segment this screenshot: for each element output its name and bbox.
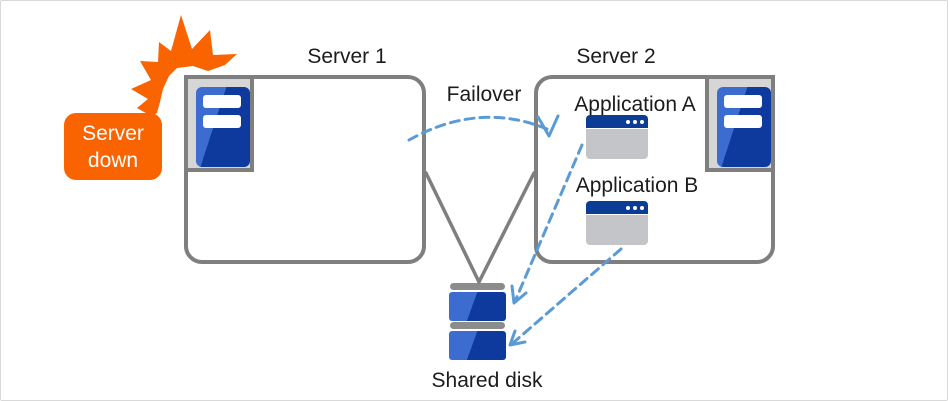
failover-label: Failover <box>446 83 522 106</box>
shared-disk-icon <box>450 322 505 329</box>
server-down-text-line1: Server <box>82 121 144 145</box>
window-dot-icon <box>640 120 644 124</box>
application-a-icon <box>586 115 648 159</box>
server-down-callout: Server down <box>64 113 162 180</box>
server1-icon <box>184 75 254 172</box>
window-dot-icon <box>626 120 630 124</box>
application-b-label: Application B <box>575 174 699 197</box>
window-dot-icon <box>640 206 644 210</box>
server-slot-icon <box>724 115 762 128</box>
app-titlebar <box>586 115 648 128</box>
server2-icon <box>705 75 775 172</box>
server-down-text-line2: down <box>87 148 139 172</box>
server2-label: Server 2 <box>576 45 656 68</box>
window-dot-icon <box>626 206 630 210</box>
application-b-icon <box>586 201 648 245</box>
server-slot-icon <box>203 95 241 108</box>
server-tower-icon <box>717 87 771 167</box>
app-titlebar <box>586 201 648 214</box>
app-window-body <box>586 129 648 159</box>
server-slot-icon <box>724 95 762 108</box>
window-dot-icon <box>633 206 637 210</box>
application-a-label: Application A <box>574 93 696 116</box>
shared-disk-icon <box>449 292 506 321</box>
shared-disk-label: Shared disk <box>431 369 543 392</box>
app-window-body <box>586 215 648 245</box>
server1-label: Server 1 <box>307 45 387 68</box>
server-slot-icon <box>203 115 241 128</box>
server-tower-icon <box>196 87 250 167</box>
shared-disk-icon <box>449 331 506 360</box>
shared-disk-icon <box>450 283 505 290</box>
window-dot-icon <box>633 120 637 124</box>
